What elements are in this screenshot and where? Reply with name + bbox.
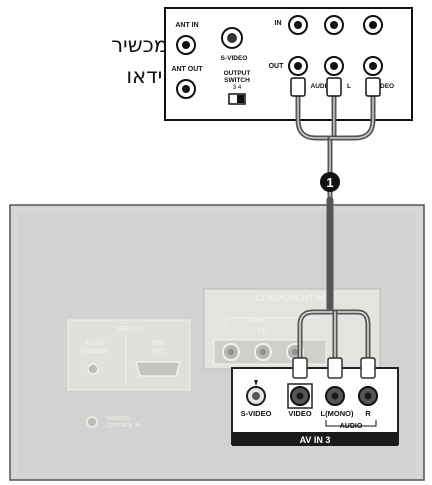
audio-rgb-dvi-label-1: AUDIO bbox=[85, 341, 104, 347]
cable-number: 1 bbox=[326, 175, 333, 190]
vcr-caption-line2: וידאו bbox=[126, 64, 168, 88]
rgb-pc-label-2: (PC) bbox=[152, 349, 164, 355]
vcr-output-switch-label-2: SWITCH bbox=[224, 77, 250, 84]
av-in-3-panel bbox=[231, 367, 399, 445]
av3-audio-label: AUDIO bbox=[340, 423, 363, 430]
component-video-sublabel: VIDEO bbox=[246, 318, 265, 324]
av3-video-label: VIDEO bbox=[288, 409, 312, 418]
tv-plugs bbox=[292, 357, 376, 379]
audio-rgb-dvi-label-2: (RGB/DVI) bbox=[81, 349, 110, 355]
vcr-l-label: L bbox=[347, 83, 351, 90]
vcr-caption-line1: מכשיר bbox=[111, 33, 168, 57]
av3-s-video-label: S-VIDEO bbox=[241, 409, 272, 418]
av3-r-label: R bbox=[365, 409, 371, 418]
audio-rgb-dvi-jack bbox=[87, 363, 99, 375]
component-pb-label: Pb bbox=[258, 328, 267, 335]
rgb-pc-label-1: RGB bbox=[151, 341, 164, 347]
vcr-video-label: VIDEO bbox=[374, 83, 394, 90]
av3-lmono-label: L(MONO) bbox=[321, 409, 354, 418]
vcr-out-label: OUT bbox=[269, 63, 285, 70]
av-in-3-label: AV IN 3 bbox=[300, 435, 331, 445]
vcr-ant-out-label: ANT OUT bbox=[171, 66, 203, 73]
vcr-in-label: IN bbox=[275, 20, 282, 27]
av-cable bbox=[295, 81, 376, 375]
vcr-s-video-label: S-VIDEO bbox=[221, 55, 248, 62]
tv-rear-panel: COMPONENT IN VIDEO Pb RGB IN AUDIO (RGB/… bbox=[9, 204, 425, 481]
rgb-in-panel bbox=[67, 319, 191, 391]
vcr-plugs bbox=[290, 77, 381, 97]
vcr-output-switch-label-1: OUTPUT bbox=[224, 70, 251, 77]
av-in-3-label-bar bbox=[232, 432, 398, 446]
remote-control-label-1: REMOTE bbox=[106, 416, 130, 422]
vcr-rear-panel: ANT IN ANT OUT S-VIDEO OUTPUT SWITCH 3 4… bbox=[164, 7, 413, 121]
cable-number-badge bbox=[320, 172, 340, 192]
remote-control-label-2: CONTROL IN bbox=[106, 423, 140, 429]
rgb-in-label: RGB IN bbox=[118, 326, 142, 333]
vcr-output-switch-label-3: 3 4 bbox=[233, 85, 242, 91]
remote-control-jack bbox=[86, 416, 98, 428]
vcr-ant-in-label: ANT IN bbox=[175, 22, 198, 29]
rgb-pc-port bbox=[135, 361, 181, 377]
vcr-audio-label: AUDIO bbox=[311, 83, 332, 90]
component-in-label: COMPONENT IN bbox=[255, 293, 325, 303]
